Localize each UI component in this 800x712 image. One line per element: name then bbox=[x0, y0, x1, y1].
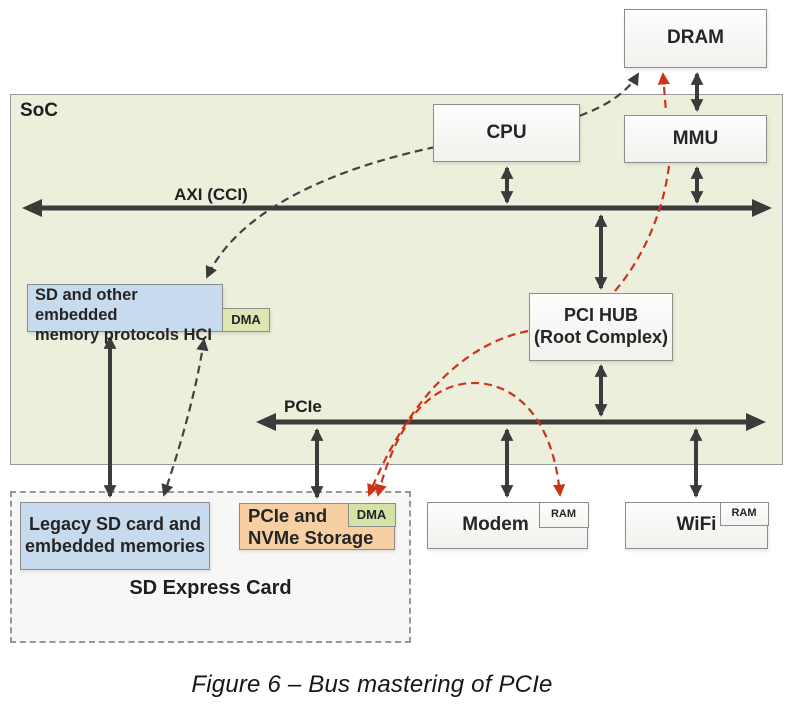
axi-bus-label: AXI (CCI) bbox=[174, 185, 248, 204]
sd-hci-dma-block: DMA bbox=[222, 308, 270, 332]
sd-express-card-label: SD Express Card bbox=[129, 577, 292, 599]
sd-hci-label-line2: memory protocols HCI bbox=[35, 325, 212, 344]
modem-ram-block: RAM bbox=[538, 501, 589, 528]
pcie-bus-label: PCIe bbox=[284, 397, 322, 416]
modem-label: Modem bbox=[462, 514, 529, 536]
modem-block: Modem RAM bbox=[427, 501, 589, 549]
sd-hci-dma-label: DMA bbox=[231, 312, 261, 328]
mmu-label: MMU bbox=[672, 127, 719, 149]
sd-hci-label-line1: SD and other embedded bbox=[35, 286, 138, 324]
cpu-label: CPU bbox=[486, 121, 527, 143]
pci-hub-label-line1: PCI HUB bbox=[563, 305, 638, 326]
wifi-block: WiFi RAM bbox=[625, 501, 769, 549]
sd-hci-block: SD and other embedded memory protocols H… bbox=[27, 284, 223, 344]
nvme-label-line1: PCIe and bbox=[248, 505, 328, 526]
nvme-storage-block: PCIe and NVMe Storage DMA bbox=[239, 502, 396, 550]
legacy-sd-label-line2: embedded memories bbox=[24, 536, 206, 556]
legacy-sd-label-line1: Legacy SD card and bbox=[28, 514, 202, 535]
soc-label: SoC bbox=[20, 100, 58, 121]
nvme-dma-block: DMA bbox=[347, 502, 396, 527]
wifi-ram-block: RAM bbox=[719, 501, 769, 526]
wifi-label: WiFi bbox=[676, 514, 717, 536]
pci-hub-label-line2: (Root Complex) bbox=[534, 327, 668, 347]
pci-hub-block: PCI HUB (Root Complex) bbox=[529, 293, 673, 361]
nvme-label-line2: NVMe Storage bbox=[248, 527, 374, 549]
dram-block: DRAM bbox=[624, 9, 767, 68]
cpu-block: CPU bbox=[433, 104, 580, 162]
legacy-sd-block: Legacy SD card and embedded memories bbox=[20, 502, 210, 570]
dram-label: DRAM bbox=[667, 27, 724, 49]
mmu-block: MMU bbox=[624, 115, 767, 163]
figure-caption: Figure 6 – Bus mastering of PCIe bbox=[191, 671, 553, 698]
